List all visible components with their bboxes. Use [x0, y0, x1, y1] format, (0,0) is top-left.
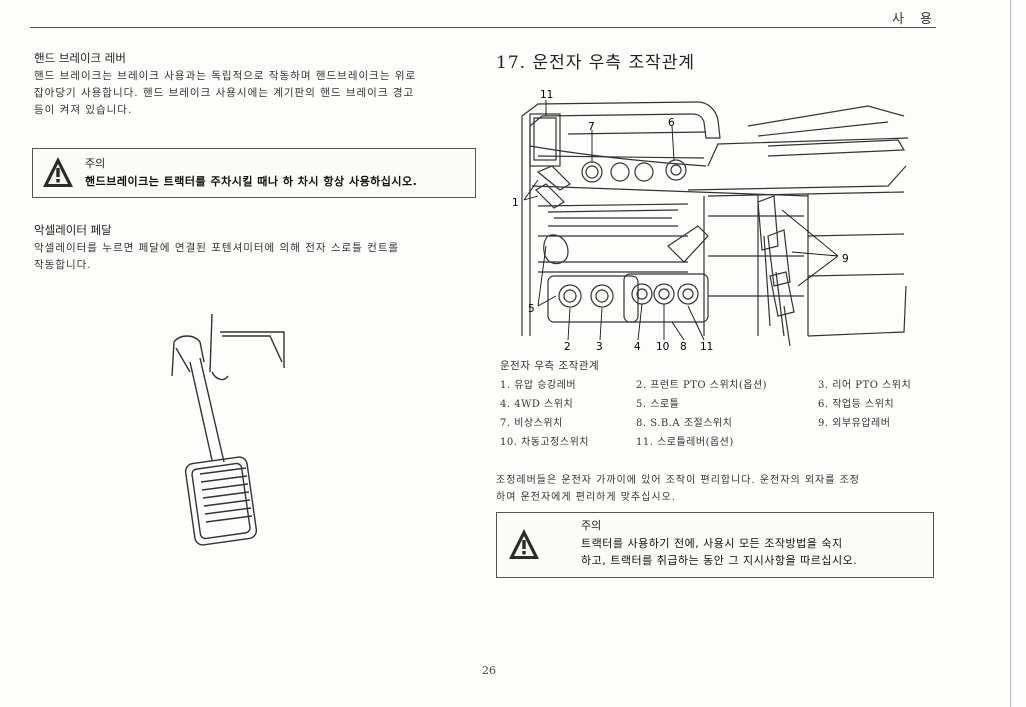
- callout-9: 9: [842, 253, 849, 265]
- callout-8: 8: [680, 341, 687, 353]
- warning-triangle-icon: [509, 529, 539, 559]
- page-header-title: 사 용: [891, 12, 938, 27]
- scan-edge: [1010, 0, 1011, 707]
- page-number: 26: [482, 664, 496, 677]
- warning-triangle-icon: [43, 157, 73, 187]
- controls-paragraph: 조정레버들은 운전자 가까이에 있어 조작이 편리합니다. 운전자의 외자를 조…: [496, 472, 936, 506]
- legend-item: 2. 프런트 PTO 스위치(옵션): [636, 380, 768, 391]
- legend-item: 4. 4WD 스위치: [500, 399, 574, 410]
- legend-item: 11. 스로틀레버(옵션): [636, 437, 734, 448]
- figure-legend: 1. 유압 승강레버 2. 프런트 PTO 스위치(옵션) 3. 리어 PTO …: [500, 376, 940, 452]
- callout-7: 7: [588, 121, 595, 133]
- legend-item: 8. S.B.A 조절스위치: [636, 418, 733, 429]
- legend-item: 10. 차동고정스위치: [500, 437, 589, 448]
- legend-item: 6. 작업등 스위치: [818, 399, 895, 410]
- callout-2: 2: [564, 341, 571, 353]
- accelerator-pedal-illustration: [171, 313, 285, 546]
- warning-line: 하고, 트랙터를 취급하는 동안 그 지시사항을 따르십시오.: [581, 554, 858, 567]
- legend-item: 3. 리어 PTO 스위치: [818, 380, 912, 391]
- warning-label: 주의: [581, 519, 602, 532]
- handbrake-body: 핸드 브레이크는 브레이크 사용과는 독립적으로 작동하며 핸드브레이크는 위로…: [34, 68, 484, 119]
- warning-label: 주의: [85, 157, 106, 170]
- paragraph-line: 조정레버들은 운전자 가까이에 있어 조작이 편리합니다. 운전자의 외자를 조…: [496, 475, 861, 486]
- callout-10: 10: [656, 341, 669, 353]
- header-rule: [30, 27, 936, 28]
- handbrake-line: 잡아당기 사용합니다. 핸드 브레이크 사용시에는 계기판의 핸드 브레이크 경…: [34, 87, 415, 99]
- accelerator-body: 악셀레이터를 누르면 페달에 연결된 포텐셔미터에 의해 전자 스로틀 컨트롤 …: [34, 240, 484, 274]
- callout-3: 3: [596, 341, 603, 353]
- handbrake-line: 핸드 브레이크는 브레이크 사용과는 독립적으로 작동하며 핸드브레이크는 위로: [34, 70, 417, 82]
- section-title: 17. 운전자 우측 조작관계: [496, 53, 696, 73]
- callout-5: 5: [528, 303, 535, 315]
- right-controls-diagram: 11 7 6 1 9 5 2 3 4 10 8 11: [512, 89, 909, 353]
- figure-caption: 운전자 우측 조작관계: [500, 360, 600, 372]
- handbrake-warning-box: 주의 핸드브레이크는 트랙터를 주차시킬 때나 하 차시 항상 사용하십시오.: [32, 148, 476, 198]
- warning-text: 핸드브레이크는 트랙터를 주차시킬 때나 하 차시 항상 사용하십시오.: [85, 175, 418, 188]
- callout-11-top: 11: [540, 89, 553, 101]
- handbrake-heading: 핸드 브레이크 레버: [34, 51, 126, 65]
- callout-11-bottom: 11: [700, 341, 713, 353]
- legend-item: 1. 유압 승강레버: [500, 380, 577, 391]
- legend-item: 9. 외부유압레버: [818, 418, 891, 429]
- callout-1: 1: [512, 197, 519, 209]
- accelerator-heading: 악셀레이터 페달: [34, 223, 112, 237]
- legend-item: 7. 비상스위치: [500, 418, 563, 429]
- warning-line: 트랙터를 사용하기 전에, 사용시 모든 조작방법을 숙지: [581, 537, 843, 550]
- usage-warning-box: 주의 트랙터를 사용하기 전에, 사용시 모든 조작방법을 숙지 하고, 트랙터…: [496, 512, 934, 578]
- legend-item: 5. 스로틀: [636, 399, 680, 410]
- accelerator-line: 작동합니다.: [34, 259, 92, 271]
- callout-4: 4: [634, 341, 641, 353]
- paragraph-line: 하여 운전자에게 편리하게 맞추십시오.: [496, 492, 676, 503]
- callout-6: 6: [668, 117, 675, 129]
- accelerator-line: 악셀레이터를 누르면 페달에 연결된 포텐셔미터에 의해 전자 스로틀 컨트롤: [34, 242, 400, 254]
- handbrake-line: 등이 켜져 있습니다.: [34, 104, 133, 116]
- warning-text: 트랙터를 사용하기 전에, 사용시 모든 조작방법을 숙지 하고, 트랙터를 취…: [581, 535, 857, 569]
